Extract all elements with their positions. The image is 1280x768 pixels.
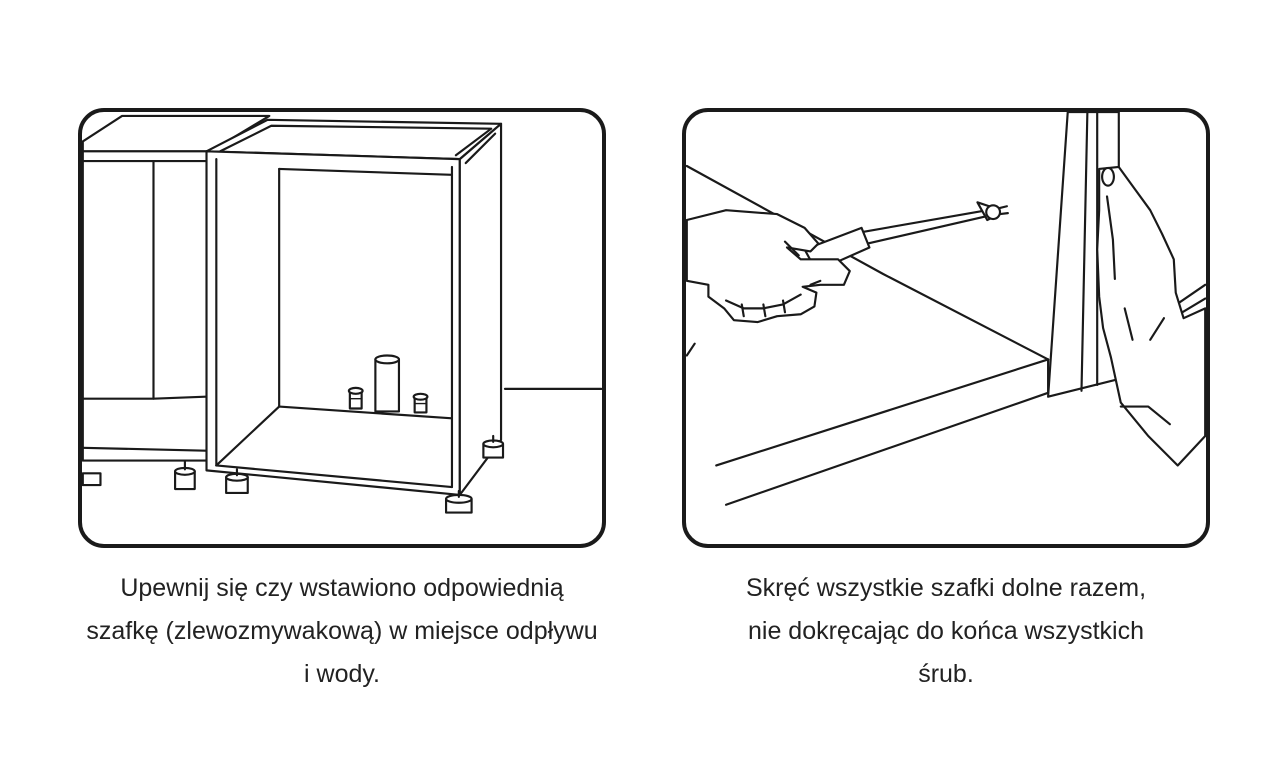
hand-on-panel	[1096, 165, 1206, 467]
hand-with-screwdriver	[686, 209, 851, 357]
step-1-illustration	[78, 108, 606, 548]
step-2-illustration	[682, 108, 1210, 548]
drain-pipes	[347, 354, 429, 414]
step-2-caption: Skręć wszystkie szafki dolne razem, nie …	[666, 567, 1226, 696]
screwing-cabinets-illustration	[686, 112, 1206, 506]
cabinets-with-drain-illustration	[82, 114, 602, 514]
caption-line: śrub.	[918, 660, 974, 688]
caption-line: i wody.	[304, 660, 380, 688]
caption-line: Upewnij się czy wstawiono odpowiednią	[120, 574, 564, 602]
cabinet-legs	[82, 434, 505, 514]
step-1-caption: Upewnij się czy wstawiono odpowiednią sz…	[62, 567, 622, 696]
caption-line: nie dokręcając do końca wszystkich	[747, 617, 1145, 645]
sink-cabinet	[205, 118, 503, 496]
caption-line: Skręć wszystkie szafki dolne razem,	[745, 574, 1147, 602]
left-cabinet	[82, 114, 271, 462]
caption-line: szafkę (zlewozmywakową) w miejsce odpływ…	[86, 617, 598, 645]
